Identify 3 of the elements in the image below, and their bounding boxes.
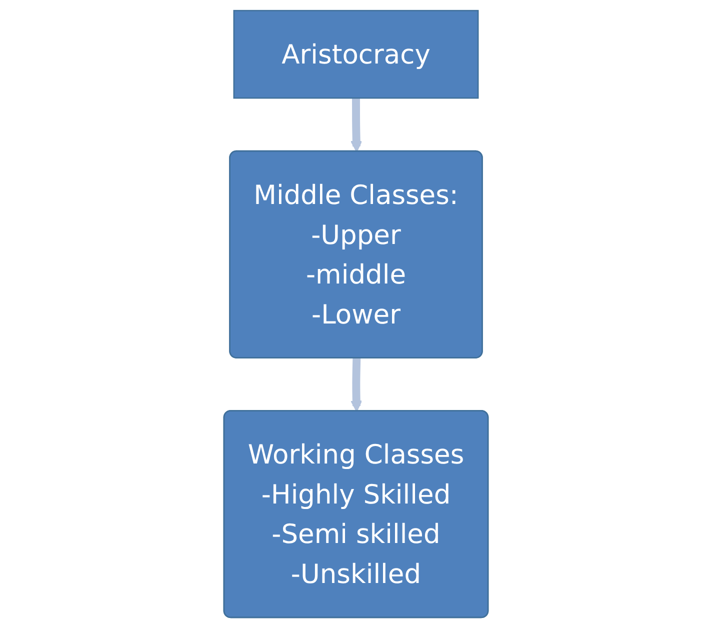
- node-box: Aristocracy: [233, 10, 479, 99]
- arrow: [350, 358, 362, 412]
- arrow: [350, 98, 362, 152]
